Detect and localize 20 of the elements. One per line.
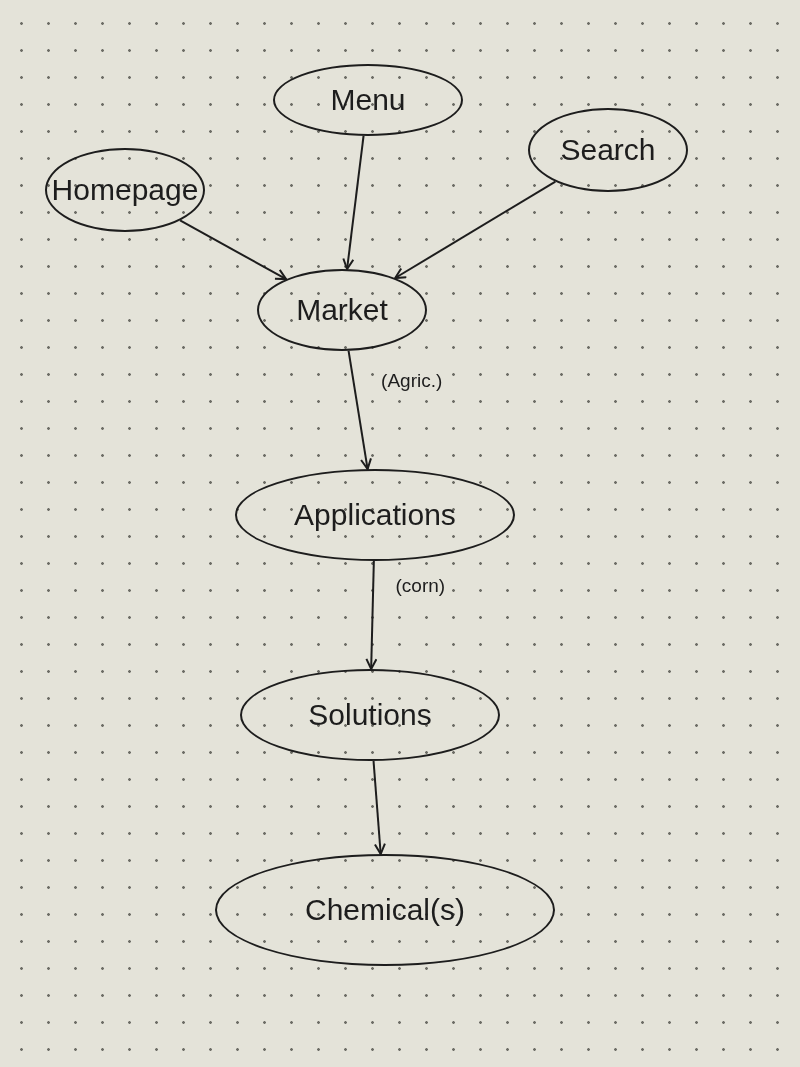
ellipse-node bbox=[528, 108, 688, 192]
arrow bbox=[342, 134, 365, 271]
ellipse-node bbox=[240, 669, 500, 761]
node-label: Search bbox=[560, 133, 656, 167]
ellipse-node bbox=[45, 148, 205, 232]
node-label: Solutions bbox=[308, 698, 432, 732]
arrow bbox=[365, 560, 378, 670]
arrow bbox=[347, 349, 372, 471]
node-label: Homepage bbox=[51, 173, 199, 207]
ellipse-node bbox=[215, 854, 555, 966]
ellipse-node bbox=[257, 269, 427, 351]
node-label: Menu bbox=[330, 83, 406, 117]
arrow bbox=[372, 760, 386, 855]
ellipse-node bbox=[235, 469, 515, 561]
node-label: Applications bbox=[294, 498, 456, 532]
node-label: Chemical(s) bbox=[305, 893, 465, 927]
ellipse-node bbox=[273, 64, 463, 136]
node-label: Market bbox=[296, 293, 388, 327]
arrow bbox=[394, 180, 557, 279]
arrow bbox=[179, 219, 288, 281]
